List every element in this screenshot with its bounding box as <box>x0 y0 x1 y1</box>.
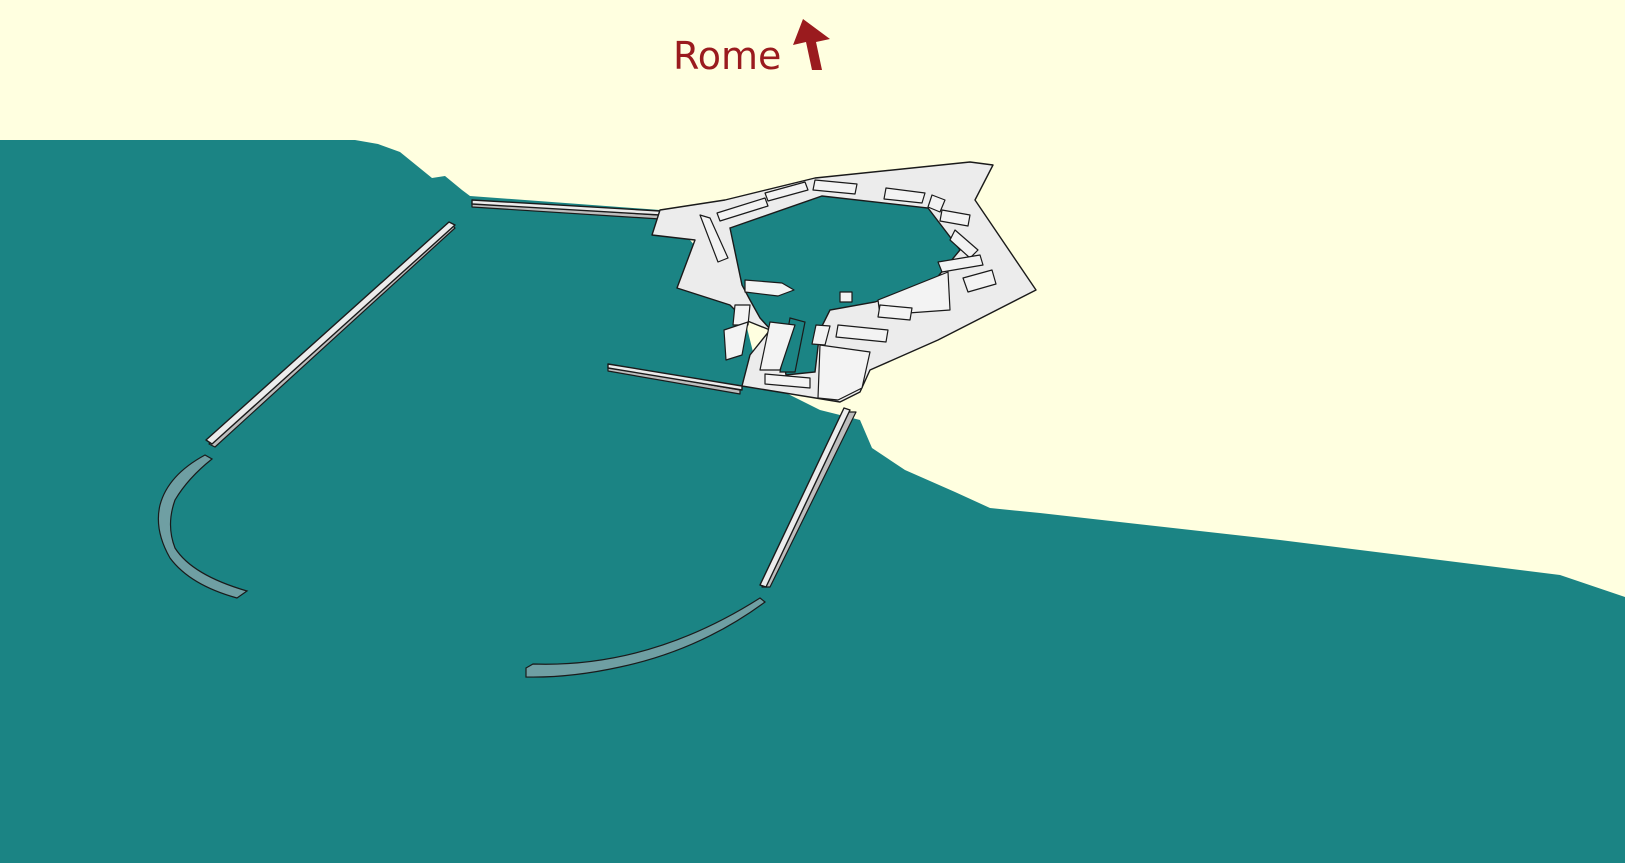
building <box>839 291 853 303</box>
building <box>883 187 926 204</box>
buildings <box>699 179 997 401</box>
building <box>699 214 729 263</box>
building <box>939 209 971 227</box>
left-breakwater <box>157 454 249 599</box>
building <box>835 324 889 343</box>
building <box>744 279 795 297</box>
building <box>962 269 997 293</box>
south-pier <box>759 407 857 588</box>
building <box>927 194 946 213</box>
building <box>877 304 913 321</box>
building <box>716 197 769 222</box>
building <box>723 321 749 361</box>
place-label-rome: Rome <box>673 34 782 78</box>
building <box>812 179 858 195</box>
right-breakwater <box>525 597 766 678</box>
building <box>764 181 809 202</box>
west-pier <box>607 363 743 395</box>
building <box>937 254 984 273</box>
building <box>811 324 831 346</box>
north-arrow-icon <box>793 19 830 70</box>
building <box>817 344 871 401</box>
building <box>759 321 796 371</box>
building <box>764 373 811 389</box>
left-mole <box>205 221 456 448</box>
